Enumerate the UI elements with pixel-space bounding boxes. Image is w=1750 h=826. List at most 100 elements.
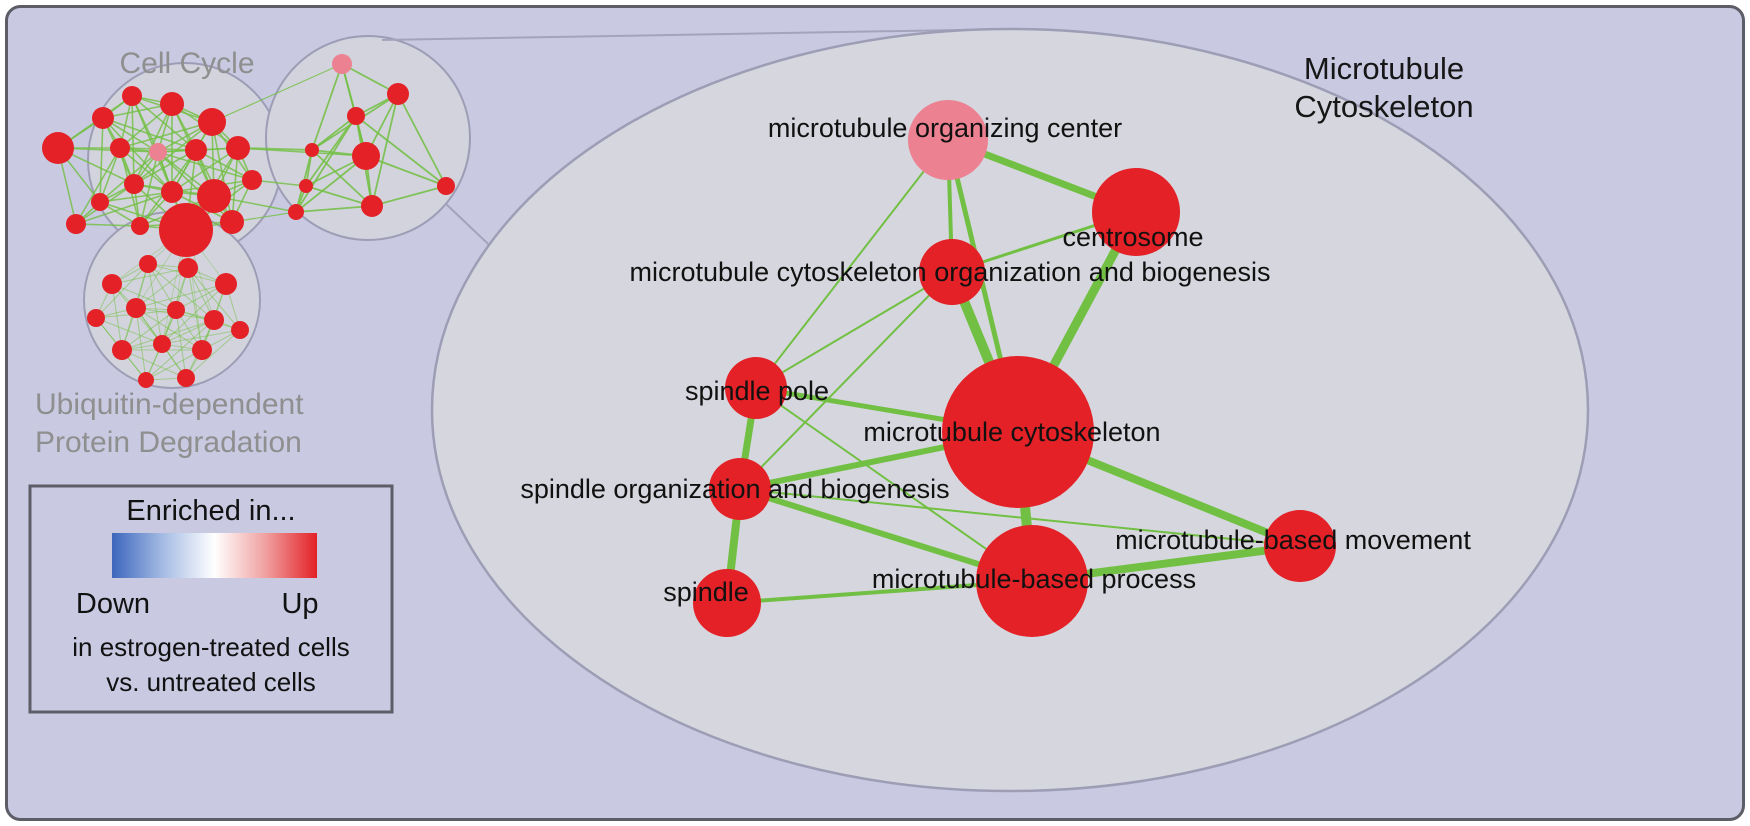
overview-node [159,203,213,257]
edge-so--mbm [739,488,1301,547]
node-label-mbp: microtubule-based process [872,564,1196,594]
overview-node [149,143,167,161]
overview-edge [371,185,447,207]
overview-edge [185,329,241,379]
node-label-centrosome: centrosome [1062,222,1203,252]
overview-edge [355,115,447,187]
overview-edge [131,95,135,185]
overview-edge [102,117,173,193]
node-mbp [976,525,1088,637]
overview-edge [187,267,203,351]
overview-edge [119,121,213,149]
detail-labels: microtubule organizing center centrosome m… [520,113,1471,607]
ubiquitin-label-line2: Protein Degradation [35,426,302,459]
overview-edge [311,63,343,151]
node-label-spindle_pole: spindle pole [685,376,829,406]
legend-subtitle-line1: in estrogen-treated cells [72,632,349,662]
overview-edge [131,95,197,151]
edge-mco--so [739,271,953,490]
overview-node [226,136,250,160]
node-label-moc: microtubule organizing center [768,113,1122,143]
overview-node [122,86,142,106]
overview-node [437,177,455,195]
overview-node [42,132,74,164]
overview-edge [111,283,177,311]
overview-edge [187,267,241,331]
overview-node [361,195,383,217]
edge-spindle_pole--mbp [755,387,1033,582]
overview-edge [305,185,373,207]
node-label-mbm: microtubule-based movement [1115,525,1471,555]
overview-node [110,138,130,158]
overview-node [178,258,198,278]
overview-node [192,340,212,360]
legend-down-label: Down [76,588,150,620]
overview-edge [75,191,173,225]
node-spindle [693,569,761,637]
overview-edge [171,147,239,193]
overview-node [161,181,183,203]
overview-edge [99,117,104,203]
overview-edge [237,147,367,157]
ubiquitin-label-line1: Ubiquitin-dependent [35,388,304,421]
overview-edge [211,63,343,123]
overview-node [160,92,184,116]
overview-node [305,143,319,157]
overview-edge [119,147,173,193]
legend: Enriched in... Down Up in estrogen-treat… [28,484,394,714]
overview-node [131,217,149,235]
overview-node [197,179,231,213]
overview-node [66,214,86,234]
overview-edge [135,307,203,351]
overview-edge [145,349,203,381]
overview-edge [365,155,447,187]
microtubule-title-line1: Microtubule [1304,51,1464,86]
overview-node [112,340,132,360]
legend-up-label: Up [281,588,318,620]
overview-node [215,273,237,295]
overview-node [139,255,157,273]
overview-edge [311,149,373,207]
overview-edge [121,349,187,379]
overview-node [352,142,380,170]
edge-moc--spindle_pole [755,139,949,389]
overview-edge [75,223,141,227]
overview-edge [295,205,373,213]
overview-edge [135,283,227,309]
overview-edge [133,103,173,185]
overview-edge [175,309,187,379]
overview-node [387,83,409,105]
overview-node [126,298,146,318]
overview-node [124,174,144,194]
overview-edge [133,121,213,185]
node-mbm [1264,510,1336,582]
overview-edge [95,317,163,345]
overview-edge [57,147,159,153]
overview-edge [371,93,399,207]
legend-box [28,484,394,714]
overview-edge [295,155,367,213]
node-mc [942,356,1094,508]
overview-edge [75,147,121,225]
node-moc [908,100,988,180]
legend-title: Enriched in... [126,495,295,527]
edge-mco--spindle_pole [755,271,953,389]
overview-node [153,335,171,353]
node-label-mc: microtubule cytoskeleton [863,417,1160,447]
overview-node [102,274,122,294]
overview-edge [311,115,357,151]
overview-node [185,139,207,161]
microtubule-title-line2: Cytoskeleton [1294,89,1473,124]
overview-node [220,210,244,234]
overview-node [167,301,185,319]
overview-edge [147,263,163,345]
overview-edge [95,263,149,319]
overview-edge [161,329,241,345]
node-so [709,458,771,520]
overview-node [332,54,352,74]
cell-cycle-label: Cell Cycle [119,47,254,80]
overview-edge [121,319,215,351]
overview-edge [111,283,123,351]
overview-edge [99,191,173,203]
